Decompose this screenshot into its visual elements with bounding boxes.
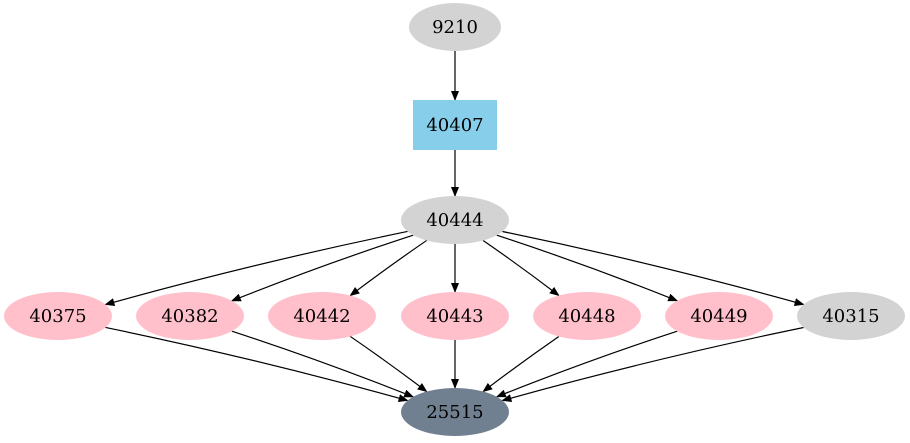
node-label: 40449 — [690, 306, 747, 327]
edge-40444-to-40442 — [349, 239, 428, 297]
node-40442[interactable]: 40442 — [268, 292, 376, 340]
node-label: 40315 — [822, 306, 879, 327]
node-label: 25515 — [426, 402, 483, 423]
node-label: 40407 — [426, 115, 483, 136]
edge-40375-to-25515 — [105, 326, 409, 402]
node-9210[interactable]: 9210 — [409, 3, 501, 51]
edges-layer — [104, 50, 805, 402]
edge-40444-to-40382 — [230, 234, 414, 302]
node-ellipse-shape — [409, 3, 501, 51]
edge-40315-to-25515 — [501, 326, 804, 402]
node-label: 40382 — [161, 306, 218, 327]
node-40382[interactable]: 40382 — [136, 292, 244, 340]
node-40315[interactable]: 40315 — [797, 292, 905, 340]
nodes-layer: 9210 40407 40444 40375 40382 40442 40443 40448 4… — [4, 3, 905, 436]
node-ellipse-shape — [4, 292, 112, 340]
node-label: 40443 — [426, 306, 483, 327]
node-ellipse-shape — [401, 292, 509, 340]
node-ellipse-shape — [401, 388, 509, 436]
edge-40448-to-25515 — [482, 335, 560, 393]
node-40443[interactable]: 40443 — [401, 292, 509, 340]
node-ellipse-shape — [797, 292, 905, 340]
node-40407[interactable]: 40407 — [413, 100, 497, 150]
node-box-shape — [413, 100, 497, 150]
node-label: 9210 — [432, 17, 478, 38]
node-40448[interactable]: 40448 — [533, 292, 641, 340]
node-ellipse-shape — [136, 292, 244, 340]
node-ellipse-shape — [268, 292, 376, 340]
edge-40444-to-40375 — [104, 230, 408, 306]
node-25515[interactable]: 25515 — [401, 388, 509, 436]
edge-40444-to-40449 — [496, 234, 679, 302]
node-40375[interactable]: 40375 — [4, 292, 112, 340]
node-label: 40442 — [293, 306, 350, 327]
node-40444[interactable]: 40444 — [401, 196, 509, 244]
edge-40382-to-25515 — [231, 330, 415, 398]
node-ellipse-shape — [533, 292, 641, 340]
edge-40444-to-40448 — [482, 239, 560, 297]
node-label: 40444 — [426, 210, 483, 231]
node-40449[interactable]: 40449 — [665, 292, 773, 340]
node-ellipse-shape — [401, 196, 509, 244]
edge-40442-to-25515 — [349, 335, 428, 393]
edge-40444-to-40315 — [502, 230, 805, 306]
node-ellipse-shape — [665, 292, 773, 340]
edge-40449-to-25515 — [495, 330, 678, 398]
node-label: 40375 — [29, 306, 86, 327]
node-label: 40448 — [558, 306, 615, 327]
